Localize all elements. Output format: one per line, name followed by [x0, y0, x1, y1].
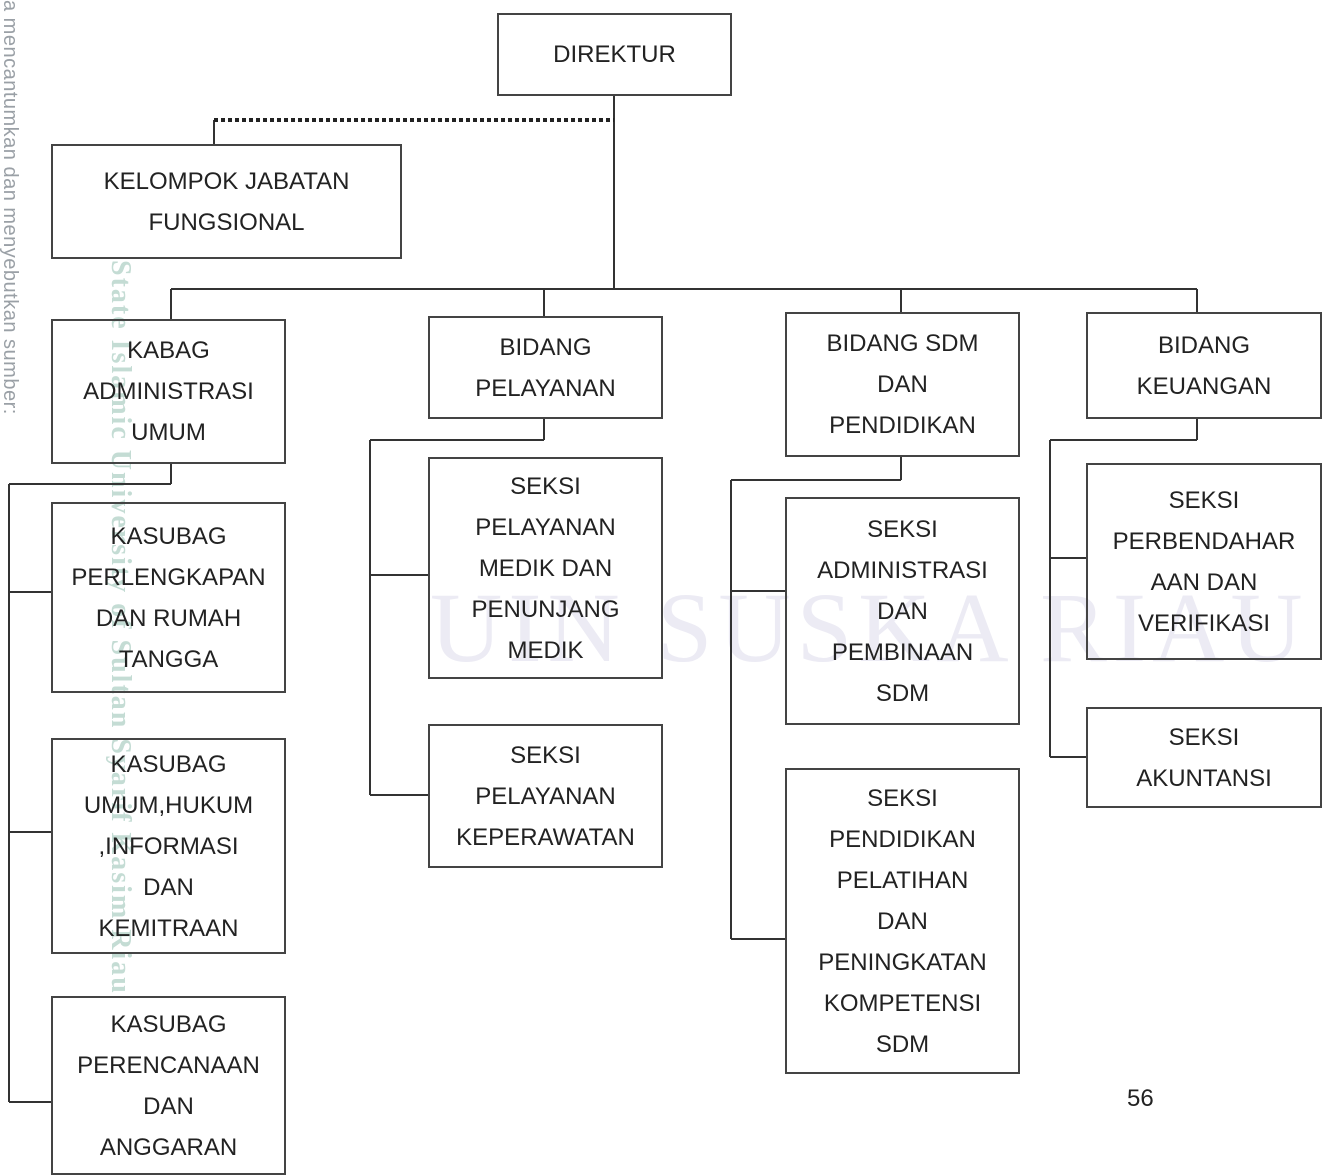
- box-seksi-administrasi-sdm: SEKSI ADMINISTRASI DAN PEMBINAAN SDM: [785, 497, 1020, 725]
- box-seksi-pelayanan-keperawatan: SEKSI PELAYANAN KEPERAWATAN: [428, 724, 663, 868]
- page-number: 56: [1127, 1085, 1154, 1112]
- side-note-text: a mencantumkan dan menyebutkan sumber:: [0, 0, 21, 415]
- watermark-logo: UIN SUSKA RIAU: [430, 572, 1309, 683]
- box-bidang-keuangan: BIDANG KEUANGAN: [1086, 312, 1322, 419]
- box-kasubag-umum-hukum: KASUBAG UMUM,HUKUM ,INFORMASI DAN KEMITR…: [51, 738, 286, 954]
- box-bidang-pelayanan: BIDANG PELAYANAN: [428, 316, 663, 419]
- box-kasubag-perlengkapan: KASUBAG PERLENGKAPAN DAN RUMAH TANGGA: [51, 502, 286, 693]
- box-bidang-sdm-pendidikan: BIDANG SDM DAN PENDIDIKAN: [785, 312, 1020, 457]
- box-seksi-perbendaharaan: SEKSI PERBENDAHAR AAN DAN VERIFIKASI: [1086, 463, 1322, 660]
- box-direktur: DIREKTUR: [497, 13, 732, 96]
- box-seksi-akuntansi: SEKSI AKUNTANSI: [1086, 707, 1322, 808]
- box-kabag-administrasi-umum: KABAG ADMINISTRASI UMUM: [51, 319, 286, 464]
- box-seksi-pendidikan-pelatihan: SEKSI PENDIDIKAN PELATIHAN DAN PENINGKAT…: [785, 768, 1020, 1074]
- box-kelompok-jabatan-fungsional: KELOMPOK JABATAN FUNGSIONAL: [51, 144, 402, 259]
- box-seksi-pelayanan-medik: SEKSI PELAYANAN MEDIK DAN PENUNJANG MEDI…: [428, 457, 663, 679]
- box-kasubag-perencanaan: KASUBAG PERENCANAAN DAN ANGGARAN: [51, 996, 286, 1175]
- watermark-university-text: State Islamic University of Sultan Syari…: [105, 260, 136, 995]
